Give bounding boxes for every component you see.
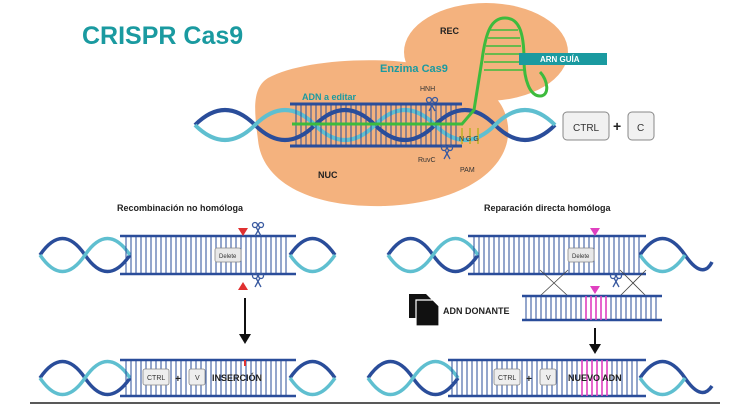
ctrl-key-label: CTRL bbox=[147, 375, 165, 382]
arn-guia-badge bbox=[519, 53, 607, 65]
right-before-rungs bbox=[473, 236, 640, 274]
enzima-label: Enzima Cas9 bbox=[380, 63, 448, 75]
right-after-rungs bbox=[451, 360, 638, 396]
c-key bbox=[627, 111, 655, 141]
left-before-rungs bbox=[125, 236, 287, 274]
scissors-icon bbox=[251, 221, 265, 237]
rec-label: REC bbox=[440, 26, 460, 36]
plus-sign: + bbox=[175, 374, 181, 385]
right-after-helix bbox=[366, 358, 714, 398]
hnh-label: HNH bbox=[420, 86, 435, 93]
delete-key-right bbox=[567, 247, 595, 263]
insercion-label: INSERCIÓN bbox=[212, 372, 262, 383]
cut-marker-top bbox=[238, 228, 248, 236]
ctrl-key bbox=[562, 111, 610, 141]
c-key-label: C bbox=[637, 123, 644, 134]
v-key bbox=[188, 368, 206, 386]
right-arrow-head bbox=[589, 344, 601, 354]
cut-marker-top-pink bbox=[590, 228, 600, 236]
delete-key-right-label: Delete bbox=[572, 254, 590, 260]
donor-marker-pink bbox=[590, 286, 600, 294]
v-key-label: V bbox=[546, 375, 551, 382]
copy-shortcut: CTRL + C bbox=[562, 111, 655, 141]
scissors-icon bbox=[609, 272, 623, 288]
adn-editar-label: ADN a editar bbox=[302, 92, 357, 102]
nuevo-adn-label: NUEVO ADN bbox=[568, 373, 622, 383]
v-key-label: V bbox=[195, 375, 200, 382]
delete-key-left-label: Delete bbox=[219, 254, 237, 260]
plus-sign: + bbox=[526, 374, 532, 385]
crossover-lines bbox=[539, 269, 647, 297]
left-arrow-head bbox=[239, 334, 251, 344]
ctrl-key-label: CTRL bbox=[573, 123, 600, 134]
right-before-helix bbox=[386, 234, 714, 276]
ctrl-key-label: CTRL bbox=[498, 375, 516, 382]
main-title: CRISPR Cas9 bbox=[82, 22, 243, 50]
cut-marker-bottom bbox=[238, 282, 248, 290]
left-before-helix bbox=[38, 234, 337, 276]
ngg-marks bbox=[461, 128, 479, 144]
ctrl-key bbox=[142, 368, 170, 386]
left-after-helix bbox=[38, 358, 337, 398]
plus-sign: + bbox=[613, 118, 621, 134]
donor-dna bbox=[522, 294, 662, 322]
left-after-rungs bbox=[125, 360, 287, 396]
document-icon bbox=[409, 294, 440, 327]
ctrl-key bbox=[493, 368, 521, 386]
nuc-label: NUC bbox=[318, 170, 338, 180]
left-heading: Recombinación no homóloga bbox=[117, 203, 244, 213]
arn-guia-label: ARN GUÍA bbox=[540, 55, 580, 64]
donor-rungs bbox=[525, 296, 657, 320]
v-key bbox=[539, 368, 557, 386]
ngg-label: N G G bbox=[459, 136, 479, 143]
guide-rna-hairpin-rungs bbox=[484, 29, 524, 71]
delete-key-left bbox=[214, 247, 242, 263]
adn-donante-label: ADN DONANTE bbox=[443, 306, 510, 316]
pam-label: PAM bbox=[460, 167, 475, 174]
right-heading: Reparación directa homóloga bbox=[484, 203, 612, 213]
ruvc-label: RuvC bbox=[418, 157, 436, 164]
scissors-icon bbox=[251, 272, 265, 288]
